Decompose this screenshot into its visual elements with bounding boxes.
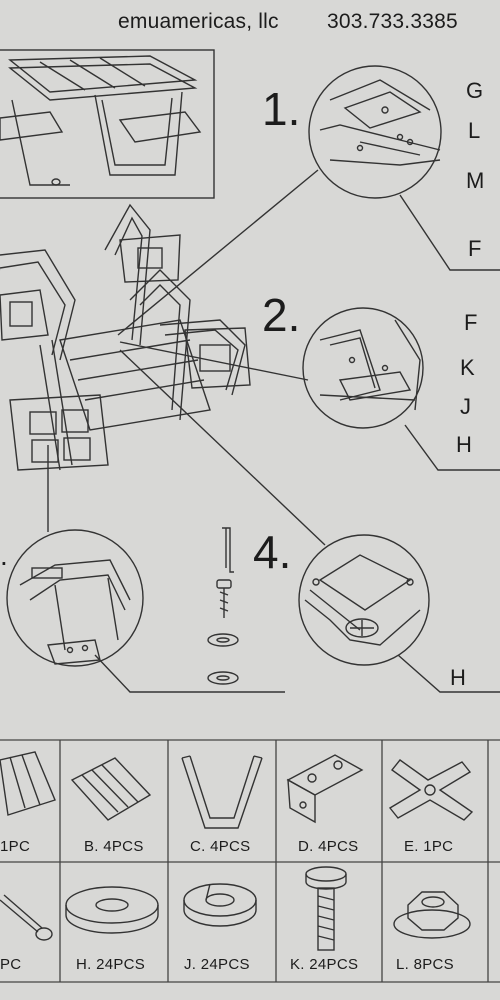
part-quantity-label: E. 1PC <box>404 838 454 855</box>
step2-part-letter: K <box>460 355 475 380</box>
detail-circle-4 <box>298 534 430 666</box>
leader-line-1 <box>399 194 500 271</box>
detail-2-drawing <box>319 319 421 411</box>
part-k-bolt-drawing <box>305 866 347 951</box>
detail-1-drawing <box>319 79 441 166</box>
parts-table-grid <box>0 739 500 983</box>
detail-circle-1 <box>308 65 442 199</box>
detail-4-drawing <box>304 554 421 646</box>
pointer-line-4 <box>119 349 326 546</box>
part-j-lock-washer-drawing <box>183 883 257 927</box>
part-quantity-label: J. 24PCS <box>184 956 250 973</box>
step2-part-letter: F <box>464 310 478 335</box>
detail-circle-2 <box>302 307 424 429</box>
pointer-line-2 <box>119 341 309 381</box>
phone-number: 303.733.3385 <box>327 10 458 33</box>
detail-3-drawing <box>19 559 131 665</box>
detail-circle-3 <box>6 529 144 667</box>
table-preview-drawing <box>0 55 202 186</box>
part-quantity-label: PC <box>0 956 22 973</box>
step-number-1: 1. <box>262 83 301 135</box>
step4-part-letter: H <box>450 665 466 690</box>
part-h-washer-drawing <box>65 886 159 934</box>
part-d-bracket-drawing <box>286 754 364 824</box>
step-number-3: . <box>0 540 8 571</box>
step-number-2: 2. <box>262 289 301 341</box>
part-l-nut-drawing <box>393 891 471 939</box>
part-g-pin-drawing <box>0 894 53 941</box>
step1-part-letter: M <box>466 168 485 193</box>
part-quantity-label: L. 8PCS <box>396 956 454 973</box>
step2-part-letter: J <box>460 394 471 419</box>
leader-line-2 <box>404 424 500 471</box>
table-preview-frame <box>0 49 215 199</box>
step2-part-letter: H <box>456 432 472 457</box>
part-e-cross-plate-drawing <box>388 759 474 821</box>
step1-part-letter: L <box>468 118 481 143</box>
exploded-assembly-drawing <box>0 203 251 471</box>
part-quantity-label: H. 24PCS <box>76 956 146 973</box>
part-b-slats-drawing <box>70 757 152 821</box>
pointer-line-1 <box>117 169 319 336</box>
part-quantity-label: K. 24PCS <box>290 956 359 973</box>
step1-part-letter: F <box>468 236 482 261</box>
part-quantity-label: B. 4PCS <box>84 838 144 855</box>
step1-part-letter: G <box>466 78 484 103</box>
step-number-4: 4. <box>253 526 292 578</box>
part-quantity-label: C. 4PCS <box>190 838 251 855</box>
hardware-stack-drawing <box>207 527 239 685</box>
leader-line-4 <box>397 654 500 693</box>
part-quantity-label: 1PC <box>0 838 31 855</box>
part-a-slats-drawing <box>0 751 56 816</box>
company-name: emuamericas, llc <box>118 10 279 33</box>
part-c-leg-frame-drawing <box>181 755 263 829</box>
leader-line-3 <box>94 654 285 693</box>
part-quantity-label: D. 4PCS <box>298 838 359 855</box>
